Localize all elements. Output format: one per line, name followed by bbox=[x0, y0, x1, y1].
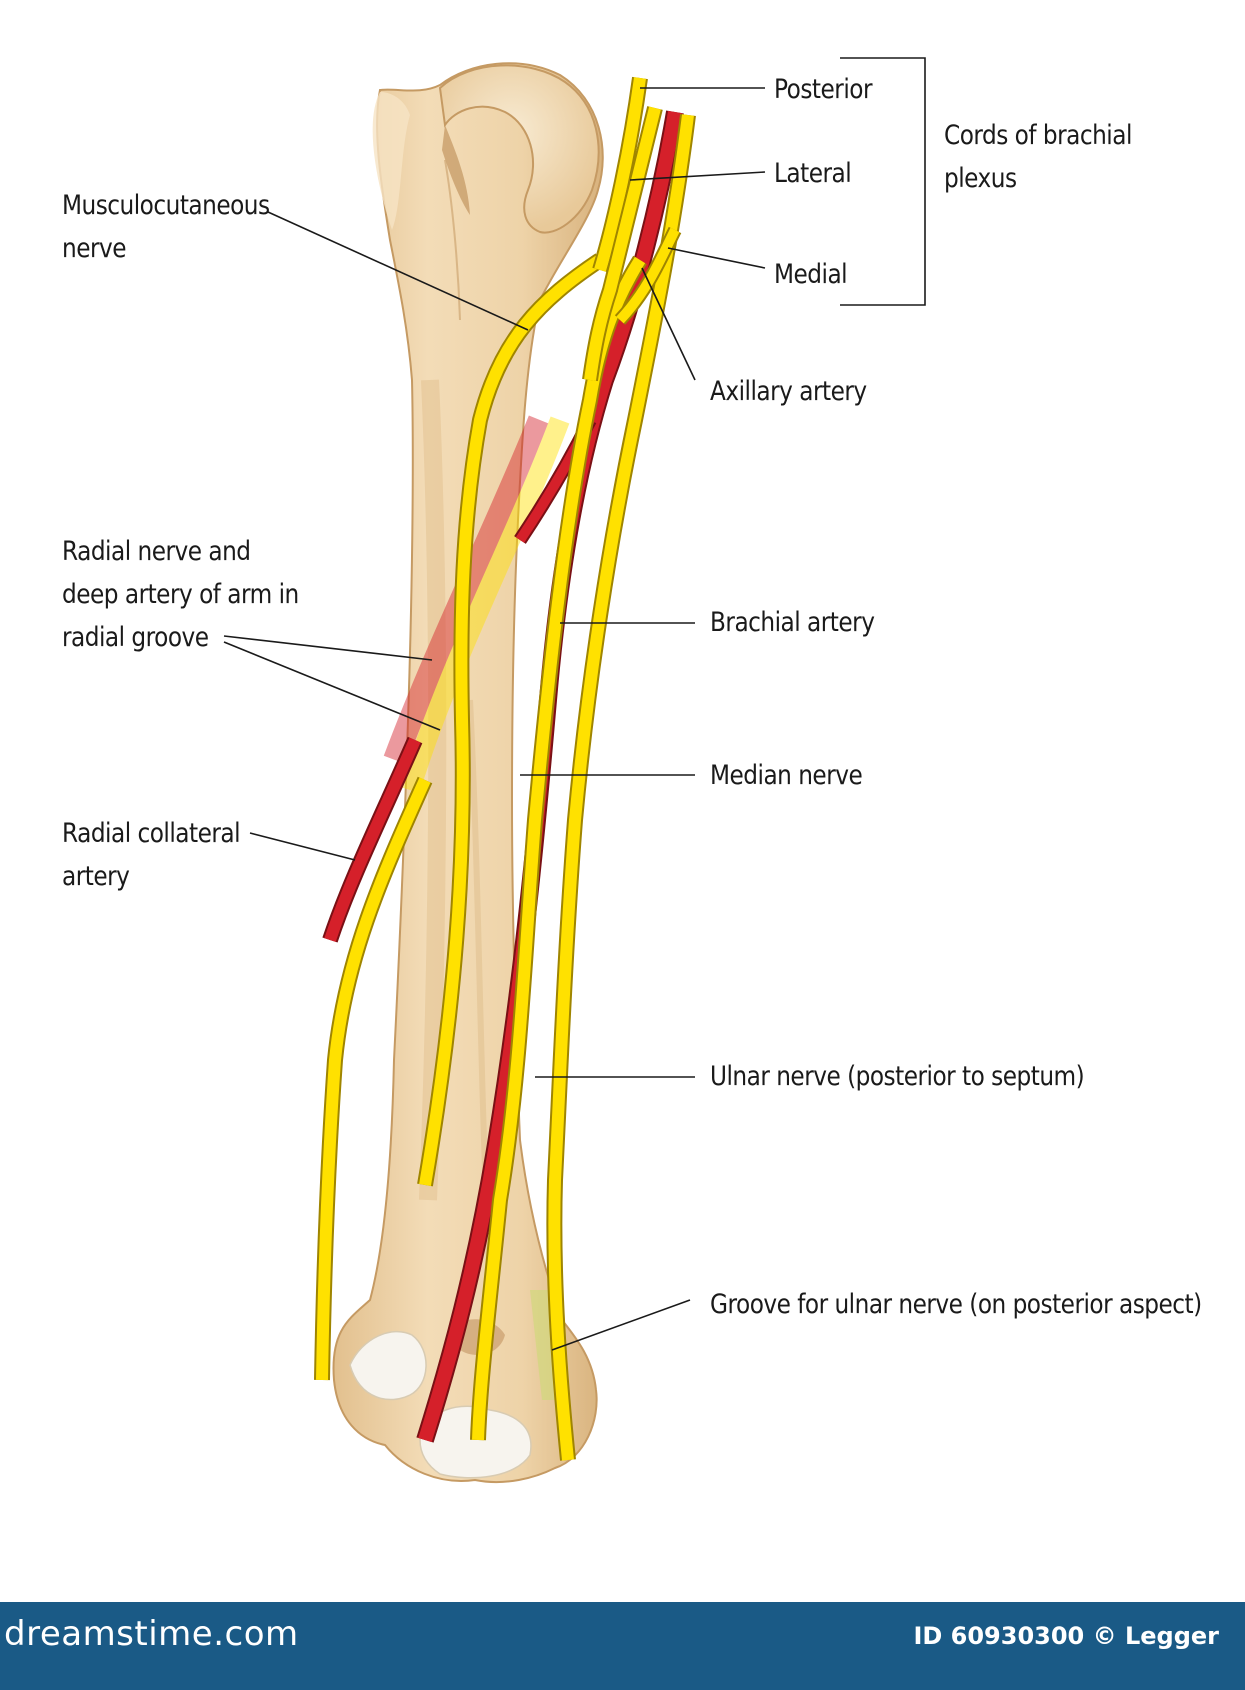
label-radial-line2: deep artery of arm in bbox=[62, 579, 299, 610]
label-radial-collateral-line1: Radial collateral bbox=[62, 818, 241, 849]
radial-collateral-artery bbox=[322, 736, 423, 943]
leader-lateral bbox=[629, 171, 766, 181]
leader-groove bbox=[551, 1299, 691, 1351]
leader-radial-1 bbox=[223, 635, 433, 661]
label-cords-line2: plexus bbox=[944, 163, 1017, 194]
leader-musculocutaneous bbox=[267, 211, 529, 331]
leader-lines bbox=[223, 57, 926, 1351]
label-posterior: Posterior bbox=[774, 74, 873, 105]
median-nerve bbox=[470, 255, 647, 1441]
label-musculocutaneous-nerve: Musculocutaneous nerve bbox=[62, 184, 270, 270]
intertubercular-groove bbox=[442, 125, 470, 215]
label-brachial-artery: Brachial artery bbox=[710, 607, 875, 638]
label-musculocutaneous-line1: Musculocutaneous bbox=[62, 190, 270, 221]
footer-bar: dreamstime.com ID 60930300 © Legger bbox=[0, 1602, 1245, 1690]
label-musculocutaneous-line2: nerve bbox=[62, 233, 127, 264]
leader-axillary bbox=[641, 267, 696, 381]
label-radial-line3: radial groove bbox=[62, 622, 209, 653]
greater-tubercle bbox=[372, 92, 410, 230]
ulnar-nerve bbox=[546, 114, 696, 1461]
label-radial-collateral-artery: Radial collateral artery bbox=[62, 812, 241, 898]
humeral-head bbox=[438, 64, 600, 234]
radial-nerve bbox=[314, 776, 433, 1381]
label-median-nerve: Median nerve bbox=[710, 760, 863, 791]
leader-medial bbox=[667, 247, 766, 269]
capitulum bbox=[349, 1330, 427, 1401]
label-axillary-artery: Axillary artery bbox=[710, 376, 867, 407]
label-radial-collateral-line2: artery bbox=[62, 861, 130, 892]
label-radial-line1: Radial nerve and bbox=[62, 536, 251, 567]
label-ulnar-nerve: Ulnar nerve (posterior to septum) bbox=[710, 1061, 1085, 1092]
leader-radial-collateral bbox=[249, 832, 356, 861]
label-cords-line1: Cords of brachial bbox=[944, 120, 1132, 151]
label-lateral: Lateral bbox=[774, 158, 852, 189]
footer-brand[interactable]: dreamstime.com bbox=[4, 1614, 299, 1654]
label-cords-of-brachial-plexus: Cords of brachial plexus bbox=[944, 114, 1132, 200]
label-radial-nerve-deep-artery: Radial nerve and deep artery of arm in r… bbox=[62, 530, 299, 659]
brachial-plexus-cords bbox=[582, 76, 682, 382]
bracket-cords bbox=[840, 57, 926, 306]
label-groove-ulnar-nerve: Groove for ulnar nerve (on posterior asp… bbox=[710, 1289, 1202, 1320]
leader-radial-2 bbox=[223, 641, 441, 731]
anatomy-diagram bbox=[223, 57, 926, 1484]
musculocutaneous-nerve bbox=[417, 253, 605, 1187]
footer-image-id: ID 60930300 © Legger bbox=[913, 1622, 1219, 1650]
trochlea bbox=[419, 1405, 532, 1479]
label-medial: Medial bbox=[774, 259, 848, 290]
